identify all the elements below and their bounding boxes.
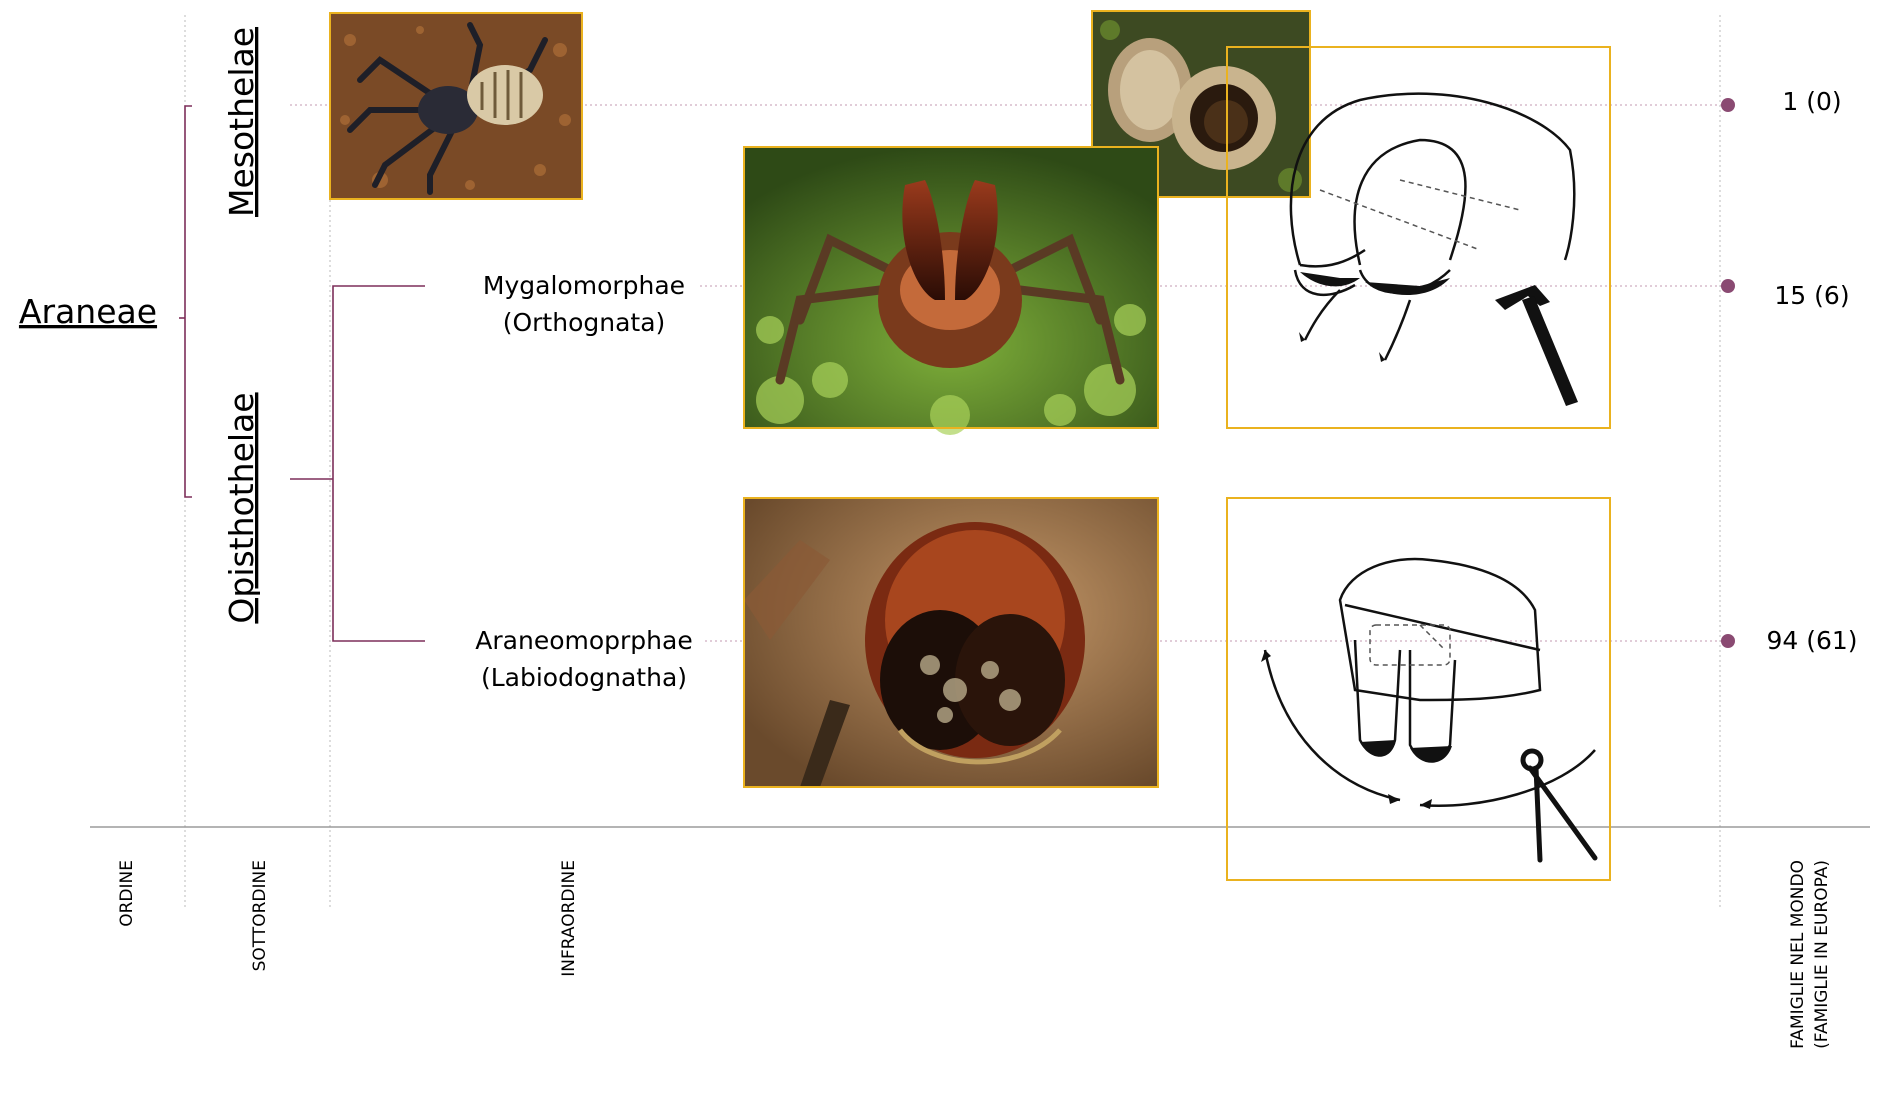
dot-mesothelae <box>1721 98 1735 112</box>
column-label-famiglie-mondo: FAMIGLIE NEL MONDO <box>1788 860 1808 1049</box>
family-count-mesothelae: 1 (0) <box>1782 87 1841 116</box>
infraorder-name-mygalomorphae: Mygalomorphae <box>483 271 685 300</box>
photo-mesothelae-spider <box>330 13 582 199</box>
family-dots <box>1721 98 1735 648</box>
photo-mygalomorphae-fangs <box>744 147 1158 435</box>
infraorder-name-araneomorphae: Araneomoprphae <box>475 626 692 655</box>
infraorder-alt-labiodognatha: (Labiodognatha) <box>481 663 687 692</box>
infraorder-alt-orthognata: (Orthognata) <box>503 308 666 337</box>
family-count-araneomorphae: 94 (61) <box>1766 626 1857 655</box>
column-label-famiglie-europa: (FAMIGLIE IN EUROPA) <box>1812 860 1832 1049</box>
drawing-labidognath-chelicerae <box>1227 498 1610 880</box>
family-count-mygalomorphae: 15 (6) <box>1774 281 1849 310</box>
dot-araneomorphae <box>1721 634 1735 648</box>
photo-araneomorphae-chelicerae <box>744 498 1158 787</box>
branch-order <box>185 106 192 497</box>
branch-infraorders <box>333 286 425 641</box>
order-label: Araneae <box>19 292 157 331</box>
column-label-ordine: ORDINE <box>117 860 137 927</box>
column-label-sottordine: SOTTORDINE <box>250 860 270 971</box>
suborder-label-opisthothelae: Opisthothelae <box>222 392 261 623</box>
column-label-infraordine: INFRAORDINE <box>559 860 579 977</box>
suborder-label-mesothelae: Mesothelae <box>222 27 261 217</box>
dot-mygalomorphae <box>1721 279 1735 293</box>
